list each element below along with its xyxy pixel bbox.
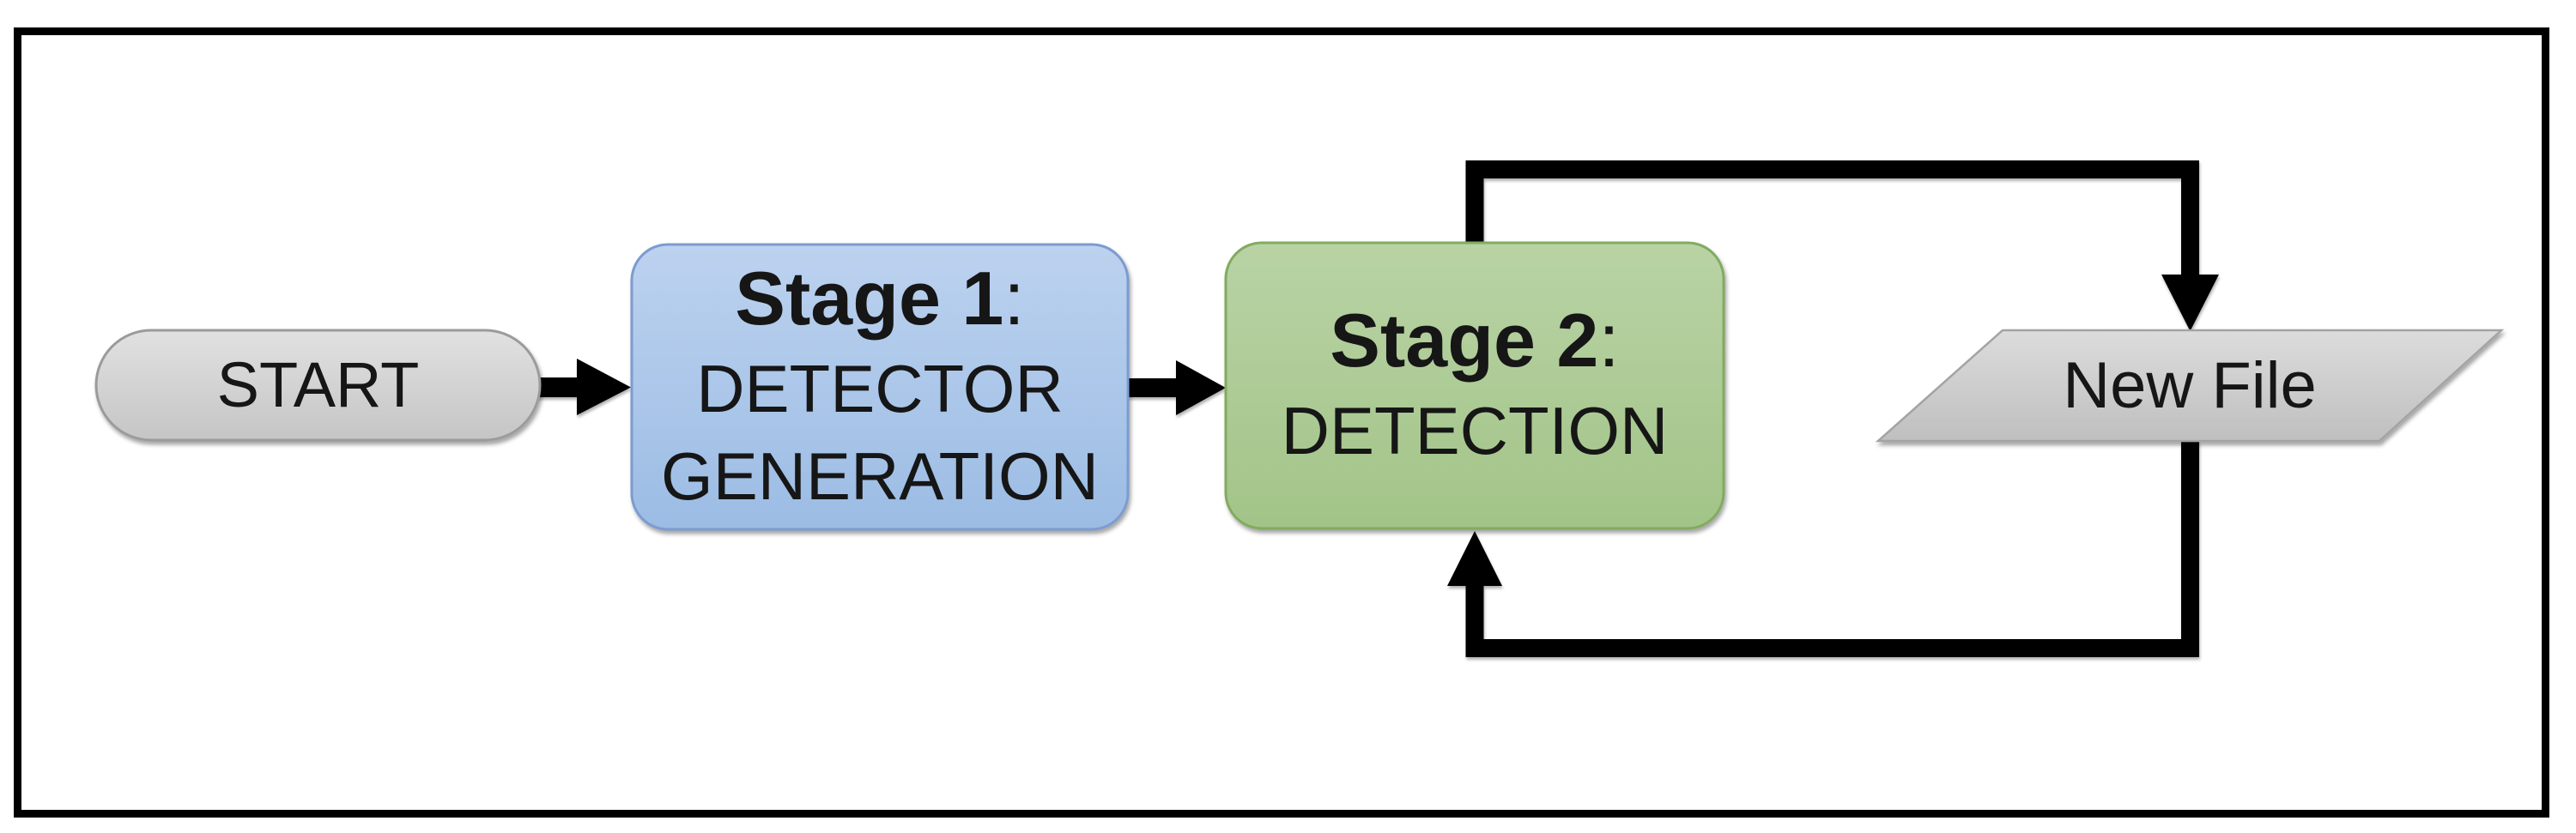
edge-stage2-to-newfile (1465, 160, 2219, 331)
diagram-frame (14, 27, 2549, 818)
node-newfile-shape (1875, 329, 2505, 443)
node-stage2-shape (1224, 241, 1725, 530)
edge-newfile-to-stage2-line (1465, 441, 2199, 657)
edge-newfile-to-stage2 (1447, 441, 2199, 657)
node-stage1-shape (630, 243, 1130, 531)
node-start-shape (94, 329, 542, 442)
edge-start-to-stage1 (534, 359, 631, 415)
arrowhead-into-newfile (2161, 275, 2219, 331)
edge-stage2-to-newfile-line (1465, 160, 2199, 276)
arrowhead-into-stage2 (1447, 531, 1502, 586)
edge-stage1-to-stage2 (1128, 360, 1226, 415)
